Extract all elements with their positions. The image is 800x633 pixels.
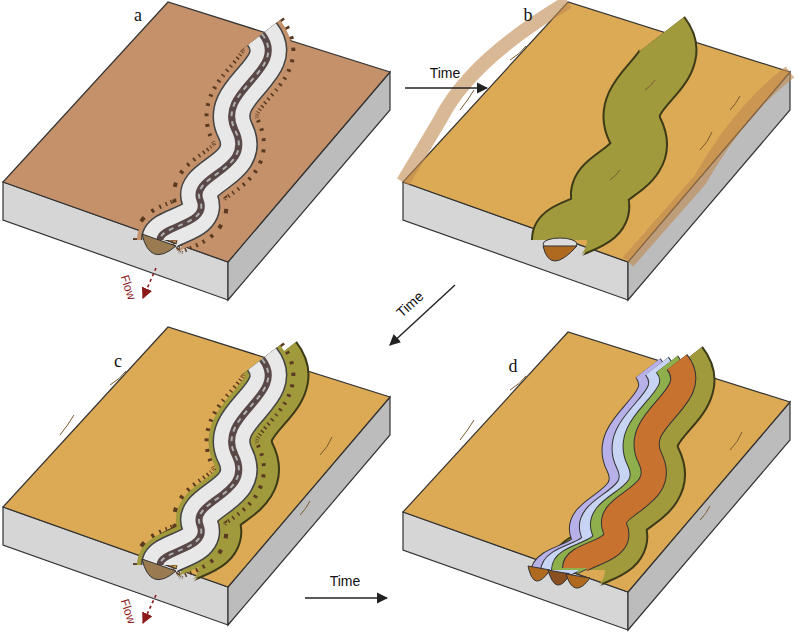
time-arrow [305,597,387,598]
land-surface [403,2,790,262]
terrace-edge [403,2,568,182]
bank-ticks [160,359,268,565]
fill-section [566,574,590,588]
incised-channel [160,34,268,240]
channel-edge [160,34,268,240]
panel-b [403,2,790,300]
panel-a [3,2,390,300]
thalweg [160,34,268,240]
slope-marks [460,376,742,520]
fill-edge [575,362,683,568]
incised-channel [160,359,268,565]
slope-marks [60,371,332,515]
slope-marks [460,46,740,180]
land-surface [403,332,790,592]
panel-letter: d [509,357,518,377]
valley-edge [560,34,668,240]
flow-label: Flow [118,598,138,626]
channel-edge [160,359,268,565]
channel-section [142,234,176,255]
panel-letter: b [524,6,533,26]
bank-ticks [160,34,268,240]
thalweg-dash [160,359,268,565]
bank [160,34,268,240]
channel-section [142,559,176,580]
time-arrow [390,285,455,345]
fill-section [528,566,550,581]
valley-fill [560,34,668,240]
channel-fill-section [543,246,577,261]
time-label: Time [430,66,461,81]
time-label: Time [330,574,361,589]
flow-label: Flow [118,274,138,302]
panel-c [3,327,390,625]
land-surface [3,327,390,587]
flow-arrow [143,268,156,298]
panel-letter: c [114,352,122,372]
panel-letter: a [134,6,142,26]
bank [160,359,268,565]
flow-arrow [143,595,156,623]
time-arrow [405,87,487,88]
panel-d [403,332,790,630]
thalweg [160,359,268,565]
orange-fill [575,362,683,568]
thalweg-dash [160,34,268,240]
land-surface [3,2,390,262]
